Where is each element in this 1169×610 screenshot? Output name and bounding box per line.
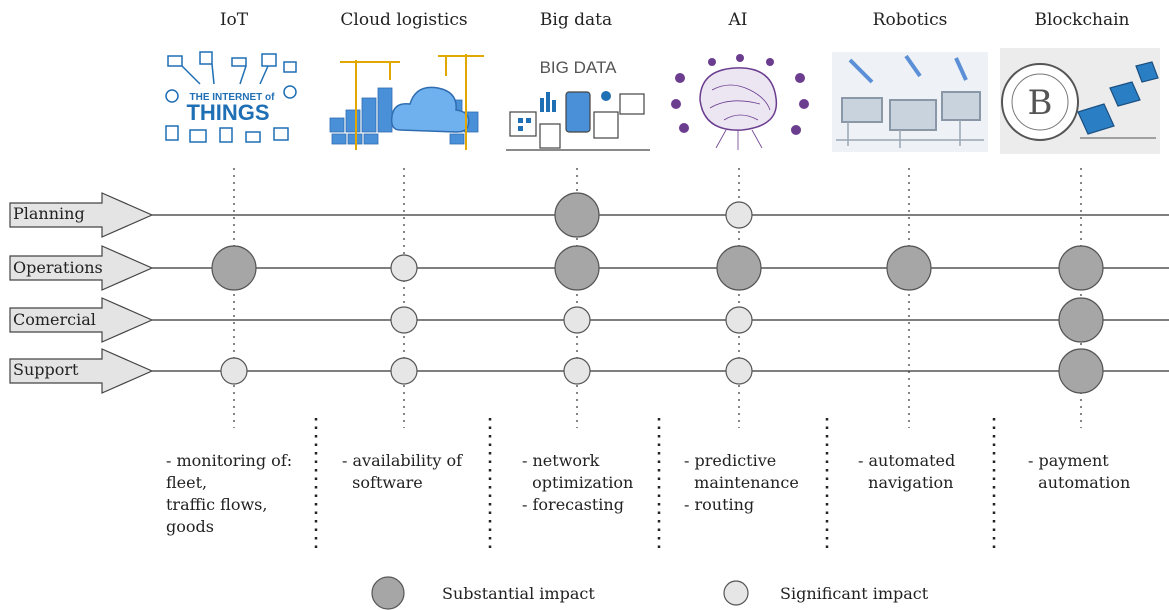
cloud-logistics-image (325, 48, 485, 154)
column-guides (233, 168, 1082, 428)
column-title-robotics: Robotics (872, 10, 948, 30)
legend-substantial-label: Substantial impact (442, 584, 595, 603)
svg-text:B: B (1028, 83, 1053, 123)
impact-circle-r3-c5-substantial (1058, 348, 1104, 394)
row-label-planning: Planning (13, 204, 85, 223)
impact-circles (211, 192, 1104, 394)
column-title-ai: AI (728, 10, 748, 30)
legend-substantial-circle (371, 576, 405, 610)
impact-circle-r2-c2-significant (563, 306, 591, 334)
column-title-cloud-logistics: Cloud logistics (340, 10, 468, 30)
description-blockchain: - payment automation (1028, 451, 1131, 492)
impact-circle-r3-c3-significant (725, 357, 753, 385)
iot-image-text-1: THE INTERNET of (190, 92, 276, 103)
description-ai: - predictive maintenance - routing (684, 451, 799, 514)
row-arrow-1 (9, 245, 154, 291)
row-label-support: Support (13, 360, 79, 379)
impact-circle-r1-c5-substantial (1058, 245, 1104, 291)
impact-circle-r1-c2-substantial (554, 245, 600, 291)
iot-image-text-2: THINGS (186, 100, 269, 125)
ai-image (665, 48, 815, 154)
row-label-comercial: Comercial (13, 310, 96, 329)
big-data-image-text: BIG DATA (540, 58, 617, 77)
column-title-big-data: Big data (539, 10, 613, 30)
description-cloud-logistics: - availability of software (342, 451, 463, 492)
impact-circle-r3-c0-significant (220, 357, 248, 385)
impact-circle-r3-c2-significant (563, 357, 591, 385)
legend-significant-circle (723, 580, 749, 606)
row-arrow-2 (9, 297, 154, 343)
impact-circle-r2-c3-significant (725, 306, 753, 334)
impact-circle-r1-c1-significant (390, 254, 418, 282)
description-iot: - monitoring of: fleet, traffic flows, g… (166, 451, 293, 536)
description-robotics: - automated navigation (858, 451, 956, 492)
impact-circle-r3-c1-significant (390, 357, 418, 385)
column-title-blockchain: Blockchain (1034, 10, 1130, 30)
legend-significant-label: Significant impact (780, 584, 929, 603)
impact-circle-r0-c3-significant (725, 201, 753, 229)
description-big-data: - network optimization - forecasting (522, 451, 634, 514)
row-arrows (9, 192, 154, 394)
row-label-operations: Operations (13, 258, 103, 277)
row-arrow-0 (9, 192, 154, 238)
impact-circle-r0-c2-substantial (554, 192, 600, 238)
blockchain-image: B (1000, 48, 1160, 154)
iot-image: THE INTERNET of THINGS (160, 48, 305, 154)
impact-circle-r2-c1-significant (390, 306, 418, 334)
big-data-image: BIG DATA (500, 48, 652, 154)
impact-circle-r1-c3-substantial (716, 245, 762, 291)
impact-circle-r1-c0-substantial (211, 245, 257, 291)
column-title-iot: IoT (219, 10, 249, 30)
impact-circle-r2-c5-substantial (1058, 297, 1104, 343)
row-lines (152, 214, 1169, 372)
robotics-image (832, 52, 988, 152)
impact-circle-r1-c4-substantial (886, 245, 932, 291)
row-arrow-3 (9, 348, 154, 394)
